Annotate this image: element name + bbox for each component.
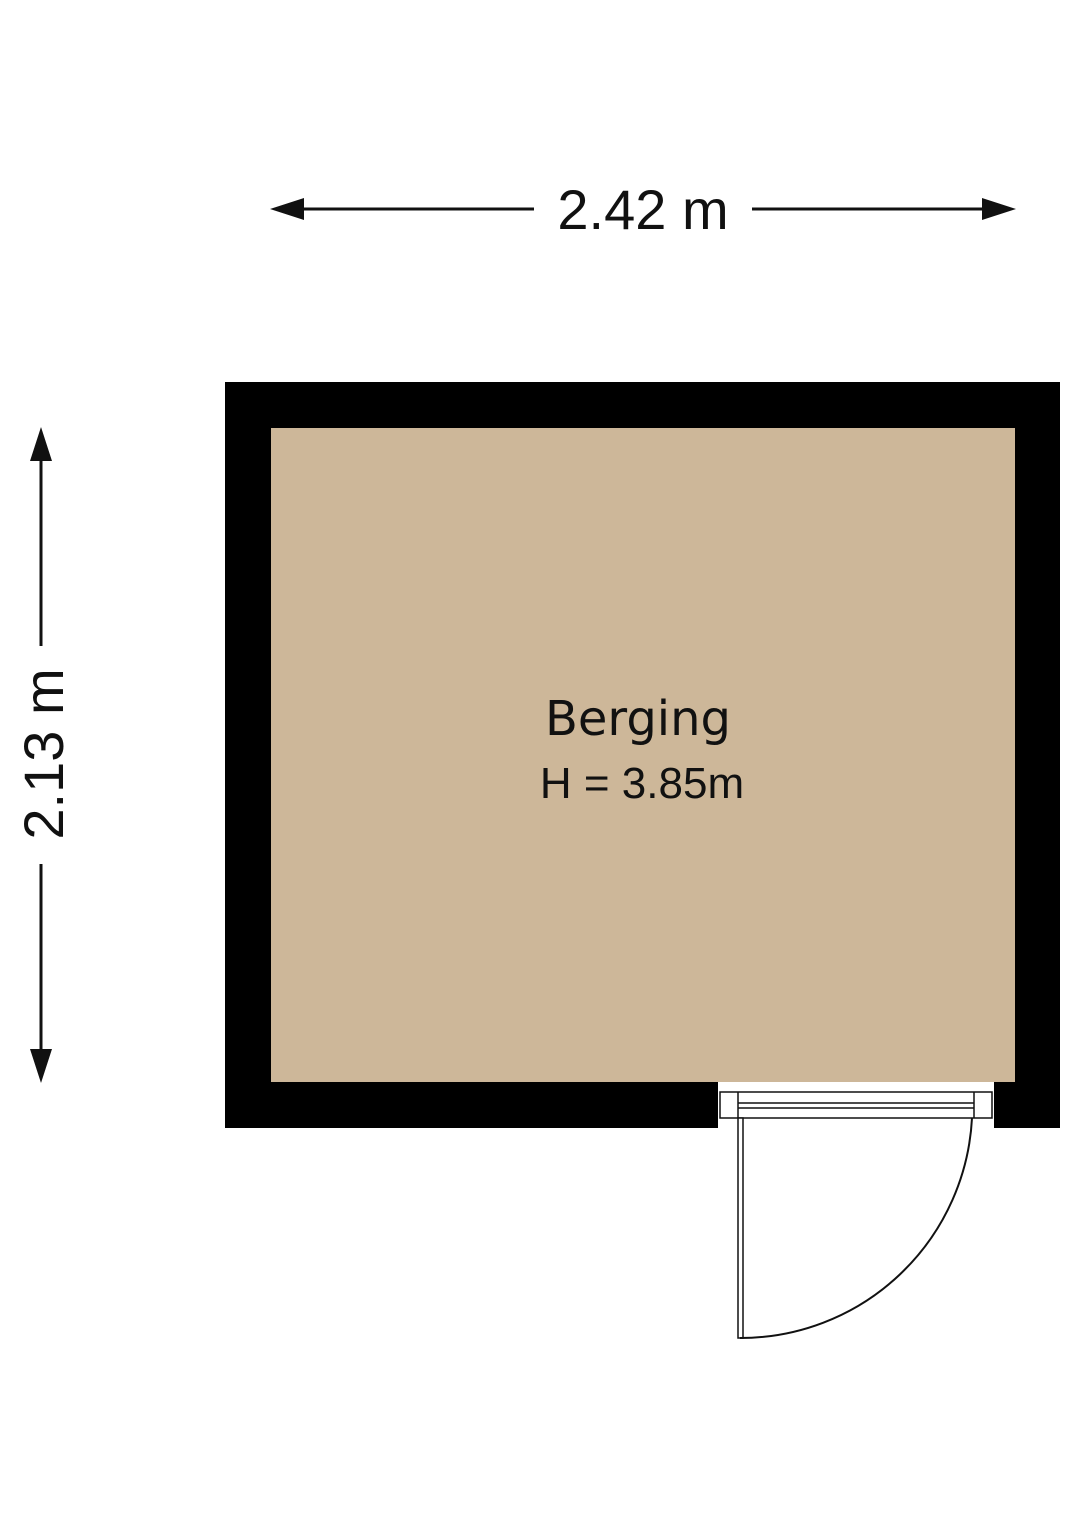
width-dimension-label: 2.42 m: [557, 178, 728, 241]
room-floor: [271, 428, 1015, 1082]
door-leaf: [737, 1117, 744, 1339]
door-frame: [719, 1091, 993, 1119]
room-height-label: H = 3.85m: [540, 759, 744, 808]
depth-arrow-top: [30, 427, 52, 461]
width-dimension: 2.42 m: [270, 178, 1016, 241]
depth-dimension-label: 2.13 m: [12, 668, 75, 839]
walls: [225, 382, 1060, 1128]
width-arrow-left: [270, 198, 304, 220]
wall-bottom-right: [994, 1082, 1060, 1128]
width-arrow-right: [982, 198, 1016, 220]
wall-left: [225, 382, 271, 1128]
depth-dimension: 2.13 m: [12, 427, 75, 1083]
door-swing-arc: [739, 1117, 973, 1340]
wall-top: [225, 382, 1060, 428]
wall-right: [1015, 382, 1060, 1128]
depth-arrow-bottom: [30, 1049, 52, 1083]
wall-bottom-left: [225, 1082, 718, 1128]
door-opening: [718, 1082, 994, 1128]
door: [718, 1082, 994, 1340]
room-name-label: Berging: [545, 691, 731, 747]
